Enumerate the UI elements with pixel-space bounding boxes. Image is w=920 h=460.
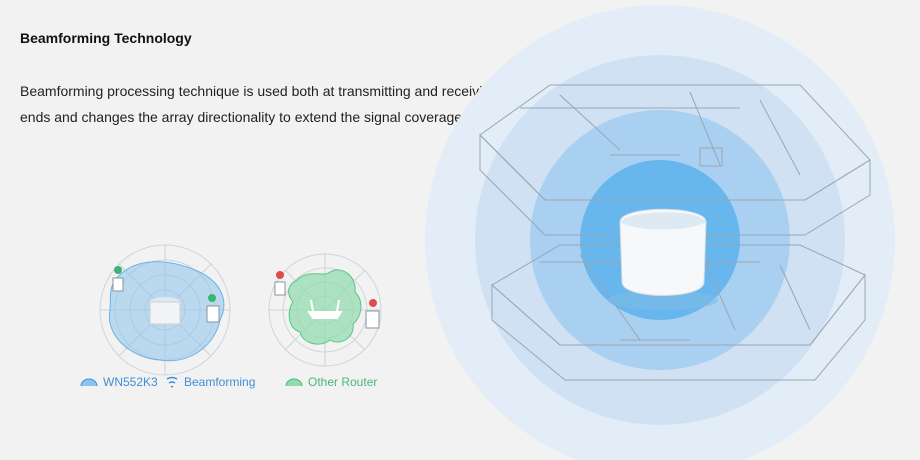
- legend-model-label: WN552K3: [103, 375, 158, 389]
- legend-model: WN552K3: [80, 375, 158, 389]
- device-icon: [112, 277, 124, 292]
- check-icon: [114, 266, 122, 274]
- description-text: Beamforming processing technique is used…: [20, 83, 498, 125]
- cross-icon: [369, 299, 377, 307]
- other-router-coverage-shape: [288, 269, 362, 345]
- other-router-arc-icon: [285, 378, 303, 387]
- device-icon: [365, 310, 380, 329]
- cross-icon: [276, 271, 284, 279]
- beamforming-coverage-chart: [99, 244, 231, 376]
- other-router-coverage-chart: [268, 253, 382, 367]
- beamforming-wave-icon: [166, 376, 178, 388]
- wifi-arc-icon: [80, 378, 98, 387]
- router-icon: [608, 208, 718, 310]
- legend-beamforming: Beamforming: [165, 375, 255, 389]
- device-icon: [274, 281, 286, 296]
- legend-beamforming-label: Beamforming: [184, 375, 256, 389]
- page-title: Beamforming Technology: [20, 30, 192, 46]
- floor-plan-bottom: [491, 244, 866, 381]
- device-icon: [206, 305, 220, 323]
- check-icon: [208, 294, 216, 302]
- legend-other-router-label: Other Router: [308, 375, 378, 389]
- router-icon: [307, 299, 343, 319]
- legend-other-router: Other Router: [285, 375, 377, 389]
